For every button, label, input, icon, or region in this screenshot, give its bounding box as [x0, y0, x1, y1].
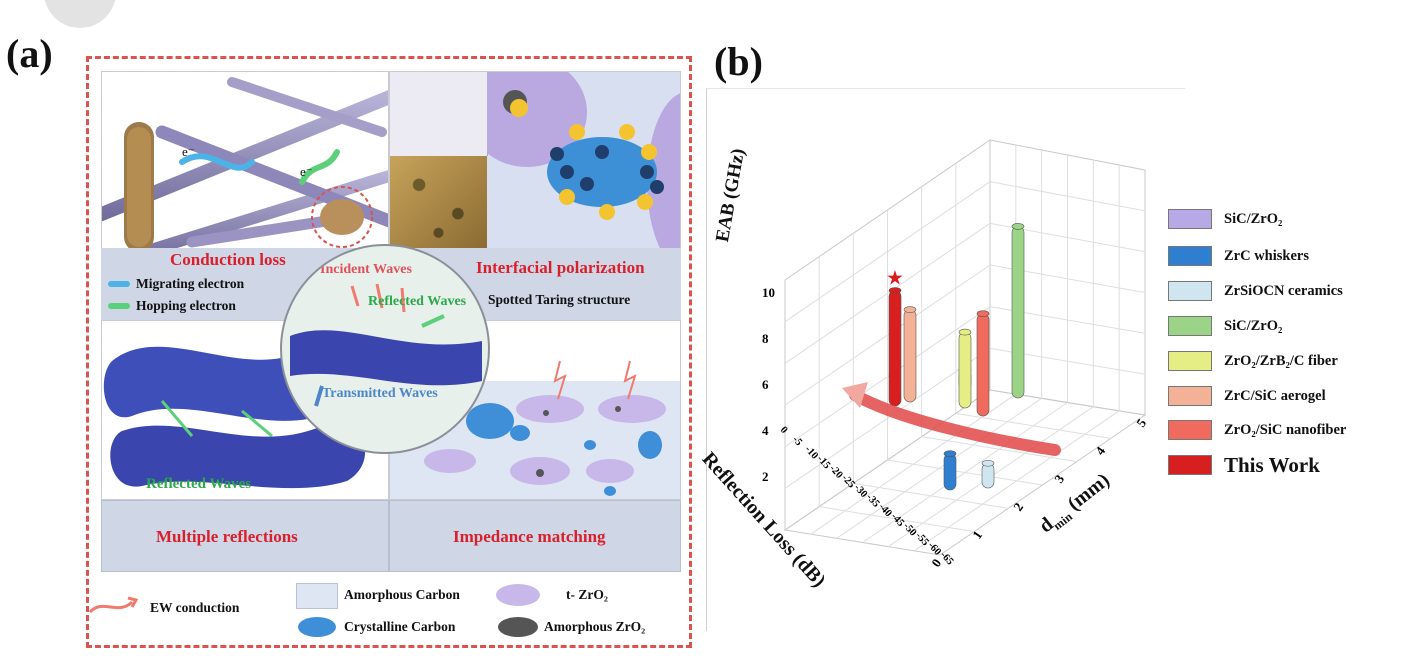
impedance-band: [389, 500, 681, 572]
legend-label-1: ZrC whiskers: [1224, 247, 1309, 264]
sem-image-thumbnail: [390, 72, 488, 156]
reflected-waves-label-left: Reflected Waves: [146, 476, 252, 492]
legend-label-4: ZrO₂/ZrB₂/C fiber: [1224, 352, 1338, 369]
amorphous-zro2-label: Amorphous ZrO₂: [544, 619, 646, 634]
legend-swatch-4: [1168, 351, 1212, 371]
bar-cap-4: [976, 310, 990, 317]
z-tick-1: 4: [762, 423, 769, 438]
star-marker: ★: [886, 266, 904, 290]
migrating-electron-label: Migrating electron: [136, 276, 245, 291]
electron-label-1: e⁻: [182, 144, 195, 159]
ew-conduction-arrow-icon: [88, 596, 139, 614]
electron-label-2: e⁻: [300, 164, 313, 179]
bar-cap-5: [1011, 223, 1025, 230]
legend-label-6: ZrO₂/SiC nanofiber: [1224, 421, 1347, 438]
interfacial-polarization-title: Interfacial polarization: [476, 258, 645, 277]
legend-label-0: SiC/ZrO₂: [1224, 210, 1283, 227]
bar-3: [958, 331, 972, 409]
legend-item-3: SiC/ZrO₂: [1168, 314, 1282, 338]
panel-a-frame: [86, 56, 692, 648]
t-zro2-swatch: [496, 584, 540, 606]
bar-cap-0: [888, 287, 902, 294]
trend-arrow-head: [842, 382, 868, 408]
legend-label-2: ZrSiOCN ceramics: [1224, 282, 1343, 299]
bar-0: [888, 290, 902, 407]
legend-swatch-3: [1168, 316, 1212, 336]
legend-swatch-6: [1168, 420, 1212, 440]
y-tick-0: 0: [778, 425, 790, 436]
bar-6: [943, 453, 957, 491]
amorphous-zro2-swatch: [498, 617, 538, 637]
crystalline-carbon-swatch: [298, 617, 336, 637]
center-waves-circle: Incident Waves Reflected Waves Transmitt…: [280, 244, 490, 454]
center-waves-illustration: [290, 283, 482, 407]
z-tick-4: 10: [762, 285, 775, 300]
legend-item-6: ZrO₂/SiC nanofiber: [1168, 418, 1346, 442]
migrating-electron-icon: [108, 281, 130, 287]
spotted-taring-label: Spotted Taring structure: [488, 292, 631, 307]
conduction-loss-title: Conduction loss: [170, 250, 286, 269]
legend-item-2: ZrSiOCN ceramics: [1168, 279, 1343, 303]
legend-label-7: This Work: [1224, 452, 1320, 477]
z-tick-3: 8: [762, 331, 769, 346]
reflected-waves-label-center: Reflected Waves: [368, 294, 467, 309]
legend-item-7: This Work: [1168, 453, 1320, 477]
z-tick-2: 6: [762, 377, 769, 392]
transmitted-waves-label: Transmitted Waves: [322, 386, 438, 401]
impedance-matching-title: Impedance matching: [453, 527, 606, 546]
hopping-electron-label: Hopping electron: [136, 298, 236, 313]
bar-7: [981, 462, 995, 489]
hopping-electron-row: Hopping electron: [108, 298, 236, 314]
legend-swatch-2: [1168, 281, 1212, 301]
bar-1: [903, 309, 917, 403]
incident-waves-label: Incident Waves: [320, 262, 412, 277]
legend-label-5: ZrC/SiC aerogel: [1224, 387, 1326, 404]
legend-item-5: ZrC/SiC aerogel: [1168, 384, 1326, 408]
y-tick-labels: 0-5-10-15-20-25-30-35-40-45-50-55-60-65: [778, 425, 956, 568]
legend-swatch-1: [1168, 246, 1212, 266]
fiber-network-illustration: [102, 77, 388, 268]
migrating-electron-row: Migrating electron: [108, 276, 244, 292]
amorphous-carbon-swatch: [296, 583, 338, 609]
legend-swatch-5: [1168, 386, 1212, 406]
bar-cap-3: [958, 328, 972, 336]
cheetah-photo: [390, 156, 487, 252]
legend-item-4: ZrO₂/ZrB₂/C fiber: [1168, 349, 1338, 373]
multiple-reflections-title: Multiple reflections: [156, 527, 298, 546]
chart-frame: [706, 88, 1185, 631]
z-tick-labels: 2 4 6 8 10: [762, 285, 775, 484]
legend-item-0: SiC/ZrO₂: [1168, 207, 1282, 231]
bar-cap-7: [981, 459, 995, 467]
bar-cap-6: [943, 450, 957, 458]
t-zro2-label: t- ZrO₂: [566, 587, 608, 602]
multiple-reflections-band: [101, 500, 389, 572]
bar-4: [976, 313, 990, 417]
trend-arrow: [849, 389, 1061, 456]
y-tick-1: -5: [790, 434, 804, 448]
hopping-electron-icon: [108, 303, 130, 309]
bar-5: [1011, 226, 1025, 399]
panel-a-label: (a): [6, 31, 53, 76]
ew-conduction-label: EW conduction: [150, 600, 240, 615]
legend-swatch-7: [1168, 455, 1212, 475]
legend-item-1: ZrC whiskers: [1168, 244, 1309, 268]
bar-cap-1: [903, 306, 917, 313]
bar3d-chart: ★ 2 4 6 8 10 0-5-10-15-20-25-30-35-40-45-50-…: [762, 139, 1149, 570]
legend-swatch-0: [1168, 209, 1212, 229]
crystalline-carbon-label: Crystalline Carbon: [344, 619, 456, 634]
bars-group: ★: [886, 223, 1025, 491]
z-tick-0: 2: [762, 469, 769, 484]
amorphous-carbon-label: Amorphous Carbon: [344, 587, 460, 602]
watermark-fragment: [44, 0, 116, 28]
panel-b-label: (b): [714, 39, 763, 84]
polarization-illustration: [487, 72, 680, 252]
legend-label-3: SiC/ZrO₂: [1224, 317, 1283, 334]
